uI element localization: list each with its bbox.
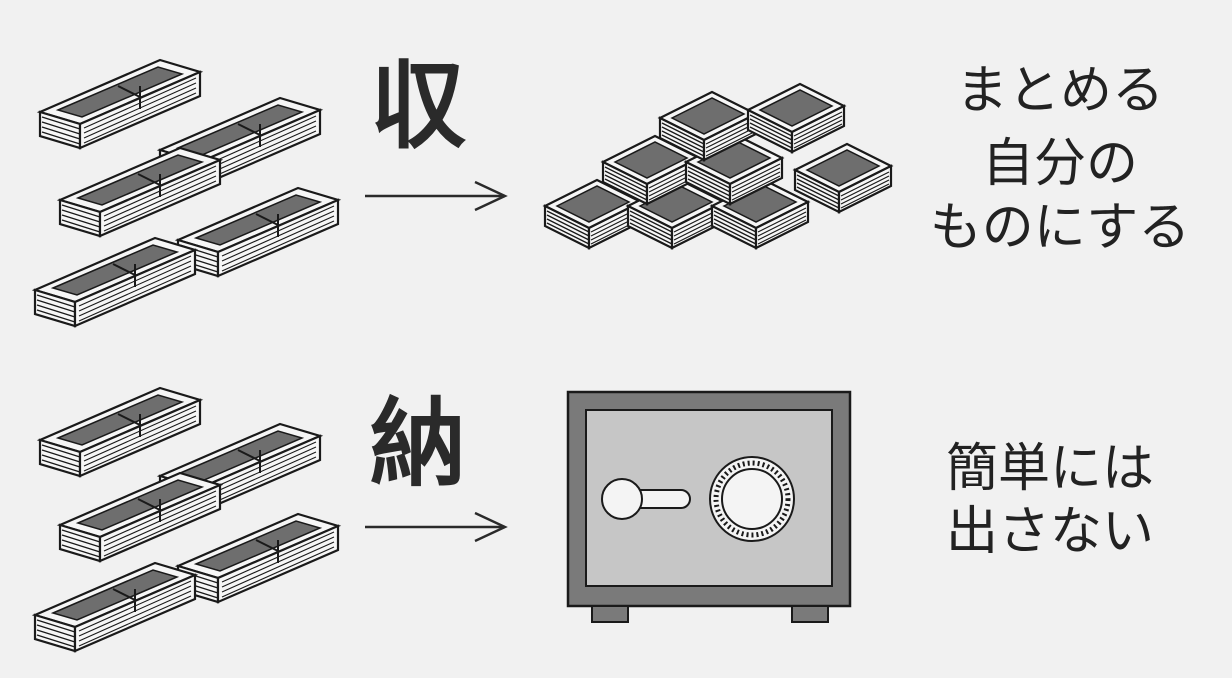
arrow-right-icon: [363, 511, 507, 543]
safe-dial: [709, 456, 795, 542]
kanji-shu: 収: [370, 49, 466, 162]
note-line: ものにする: [929, 197, 1191, 258]
note-line: 出さない: [945, 502, 1154, 563]
kanji-nou: 納: [370, 387, 466, 500]
money-pile-icon: [543, 82, 893, 250]
cash-bundle-icon: [33, 58, 340, 328]
cash-bundle-icon: [33, 386, 340, 653]
note-line: まとめる: [955, 61, 1164, 121]
note-line: 自分の: [981, 134, 1138, 195]
note-shu: まとめる 自分の ものにする: [910, 60, 1210, 260]
note-line: 簡単には: [945, 439, 1154, 499]
arrow-right-icon: [363, 180, 507, 212]
safe-icon: [566, 390, 852, 623]
safe-handle: [601, 478, 691, 520]
note-nou: 簡単には 出さない: [900, 438, 1200, 565]
